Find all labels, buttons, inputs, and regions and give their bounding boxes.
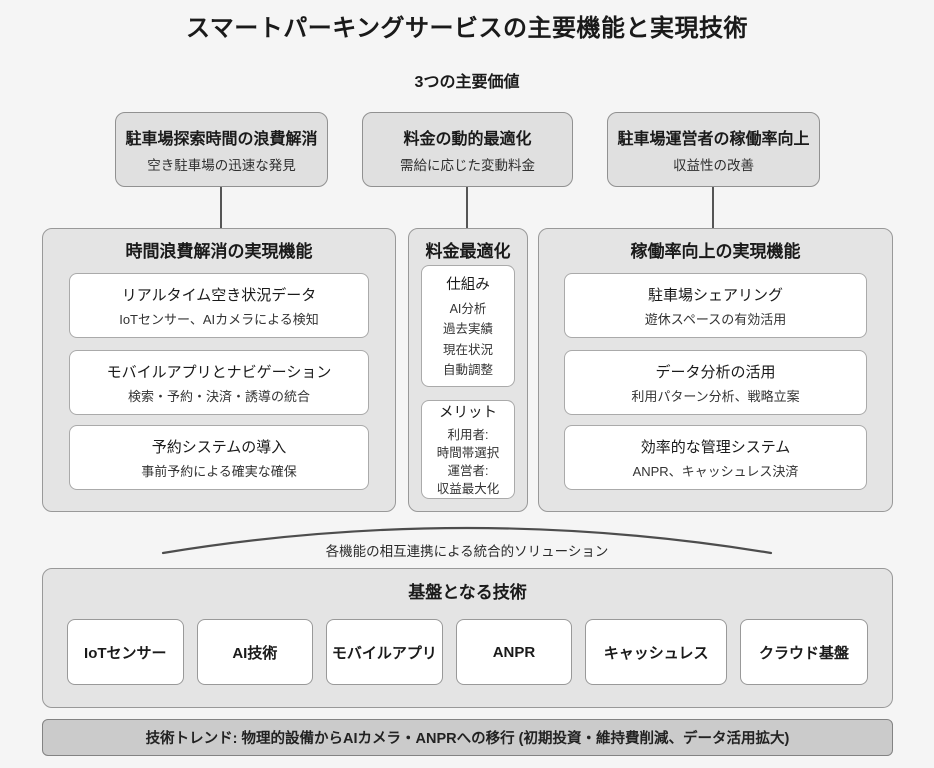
value-box-title: 駐車場運営者の稼働率向上 [617, 131, 810, 148]
card-subtitle: ANPR、キャッシュレス決済 [632, 463, 799, 479]
card-title: モバイルアプリとナビゲーション [106, 363, 332, 381]
tech-row: IoTセンサー AI技術 モバイルアプリ ANPR キャッシュレス クラウド基盤 [67, 619, 869, 685]
tech-box-iot-sensor: IoTセンサー [67, 619, 184, 685]
connector-line [466, 187, 468, 228]
card-line: 運営者: [447, 464, 489, 478]
card-subtitle: IoTセンサー、AIカメラによる検知 [119, 311, 319, 327]
foundation-panel: 基盤となる技術 IoTセンサー AI技術 モバイルアプリ ANPR キャッシュレ… [42, 568, 893, 708]
card-title: メリット [439, 404, 497, 421]
integration-arc [161, 526, 773, 555]
feature-card-reservation: 予約システムの導入 事前予約による確実な確保 [69, 425, 369, 490]
value-box-title: 料金の動的最適化 [403, 131, 532, 148]
card-subtitle: 利用パターン分析、戦略立案 [631, 388, 800, 404]
foundation-title: 基盤となる技術 [408, 583, 527, 602]
card-title: 予約システムの導入 [151, 438, 287, 456]
value-box-subtitle: 需給に応じた変動料金 [400, 158, 535, 173]
card-line: 現在状況 [442, 342, 493, 357]
panel-title: 料金最適化 [425, 242, 511, 261]
card-line: 時間帯選択 [436, 445, 500, 460]
value-box-pricing: 料金の動的最適化 需給に応じた変動料金 [362, 112, 573, 187]
value-box-subtitle: 空き駐車場の迅速な発見 [147, 158, 296, 173]
feature-card-mobile-app: モバイルアプリとナビゲーション 検索・予約・決済・誘導の統合 [69, 350, 369, 415]
connector-line [712, 187, 714, 228]
feature-card-management: 効率的な管理システム ANPR、キャッシュレス決済 [564, 425, 867, 490]
page-title: スマートパーキングサービスの主要機能と実現技術 [185, 15, 749, 42]
feature-card-sharing: 駐車場シェアリング 遊休スペースの有効活用 [564, 273, 867, 338]
card-line: 利用者: [447, 427, 489, 442]
tech-box-cashless: キャッシュレス [585, 619, 728, 685]
mechanism-card: 仕組み AI分析 過去実績 現在状況 自動調整 [421, 265, 515, 387]
value-box-title: 駐車場探索時間の浪費解消 [125, 131, 318, 148]
feature-card-data-analysis: データ分析の活用 利用パターン分析、戦略立案 [564, 350, 867, 415]
card-title: データ分析の活用 [655, 363, 776, 381]
card-title: 効率的な管理システム [640, 438, 791, 456]
card-line: 収益最大化 [436, 482, 500, 497]
card-title: 駐車場シェアリング [647, 286, 783, 304]
panel-time-functions: 時間浪費解消の実現機能 リアルタイム空き状況データ IoTセンサー、AIカメラに… [42, 228, 396, 512]
tech-box-anpr: ANPR [455, 619, 573, 685]
card-subtitle: 事前予約による確実な確保 [141, 463, 297, 479]
value-box-subtitle: 収益性の改善 [673, 158, 754, 173]
trend-note: 技術トレンド: 物理的設備からAIカメラ・ANPRへの移行 (初期投資・維持費削… [42, 719, 893, 756]
card-title: リアルタイム空き状況データ [121, 286, 317, 304]
value-box-occupancy: 駐車場運営者の稼働率向上 収益性の改善 [607, 112, 820, 187]
feature-card-realtime-data: リアルタイム空き状況データ IoTセンサー、AIカメラによる検知 [69, 273, 369, 338]
merit-card: メリット 利用者: 時間帯選択 運営者: 収益最大化 [421, 400, 515, 499]
card-line: AI分析 [449, 302, 487, 317]
card-subtitle: 遊休スペースの有効活用 [644, 311, 787, 327]
integration-label: 各機能の相互連携による統合的ソリューション [325, 544, 609, 559]
connector-line [220, 187, 222, 228]
panel-title: 時間浪費解消の実現機能 [125, 242, 313, 261]
panel-title: 稼働率向上の実現機能 [630, 242, 801, 261]
tech-box-ai: AI技術 [196, 619, 314, 685]
panel-price-optimization: 料金最適化 仕組み AI分析 過去実績 現在状況 自動調整 メリット 利用者: … [408, 228, 528, 512]
card-line: 過去実績 [442, 322, 493, 337]
panel-occupancy-functions: 稼働率向上の実現機能 駐車場シェアリング 遊休スペースの有効活用 データ分析の活… [538, 228, 893, 512]
tech-box-cloud: クラウド基盤 [740, 619, 869, 685]
card-subtitle: 検索・予約・決済・誘導の統合 [127, 388, 310, 404]
page-subtitle: 3つの主要価値 [414, 74, 520, 91]
value-box-time-saving: 駐車場探索時間の浪費解消 空き駐車場の迅速な発見 [115, 112, 328, 187]
card-line: 自動調整 [442, 362, 493, 377]
tech-box-mobile-app: モバイルアプリ [326, 619, 443, 685]
card-title: 仕組み [446, 277, 490, 294]
